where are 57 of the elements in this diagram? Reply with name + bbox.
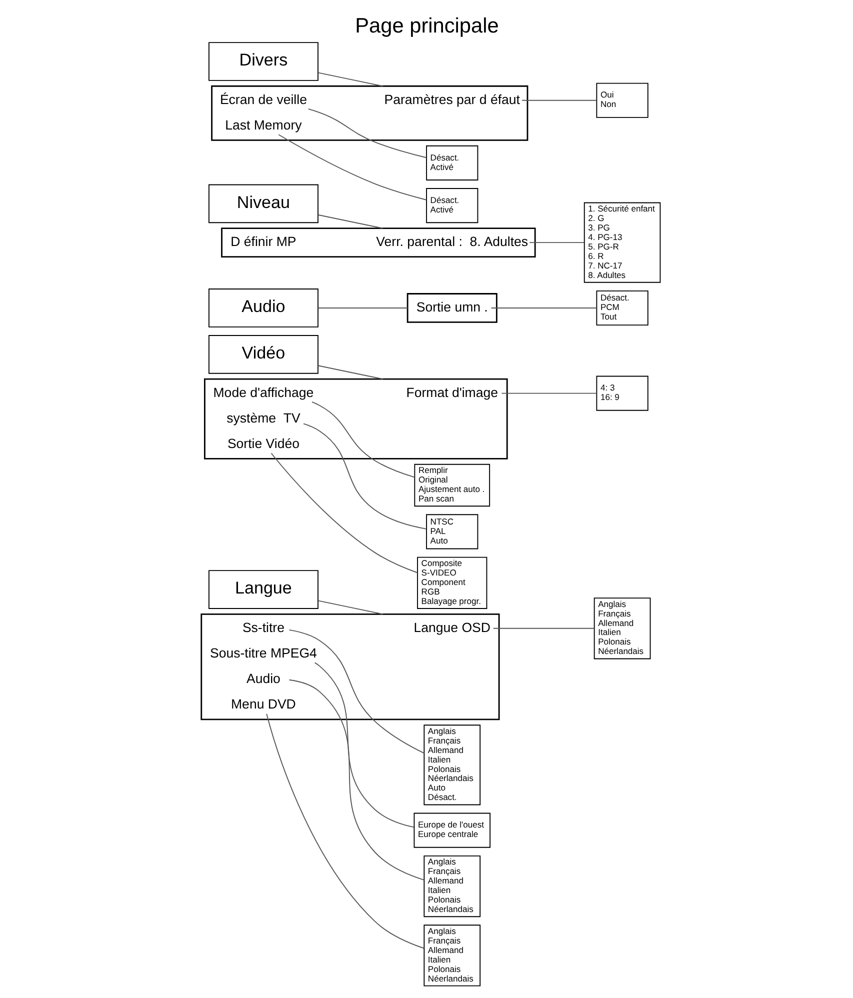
node-box: Anglais Français Allemand Italien Polonais Néerlandais	[423, 855, 480, 918]
node-box: Désact. Activé	[426, 188, 478, 224]
connector	[288, 679, 424, 880]
node-box: Désact. PCM Tout	[596, 290, 648, 326]
node-text: Audio	[246, 671, 280, 686]
node-box: Anglais Français Allemand Italien Polonais Néerlandais	[423, 924, 480, 986]
connector	[307, 108, 426, 158]
node-text: Paramètres par d éfaut	[384, 92, 520, 107]
node-text: Ss-titre	[242, 620, 284, 635]
cluster	[210, 85, 528, 141]
connector	[311, 401, 414, 478]
connector	[528, 242, 584, 244]
node-text: Menu DVD	[230, 696, 296, 712]
connector	[270, 452, 418, 574]
node-text: Écran de veille	[219, 92, 306, 107]
connector	[521, 100, 596, 101]
connector	[492, 628, 594, 629]
node-box: Désact. Activé	[426, 145, 478, 180]
connector	[317, 214, 383, 229]
node-box: NTSC PAL Auto	[426, 514, 478, 550]
node-text: Sortie Vidéo	[226, 436, 299, 451]
node-box: Langue	[208, 570, 318, 609]
node-text: Verr. parental : 8. Adultes	[376, 234, 528, 250]
connector	[288, 629, 424, 754]
node-text: Last Memory	[224, 117, 302, 132]
node-box: Composite S-VIDEO Component RGB Balayage progr.	[416, 556, 487, 609]
node-box: Anglais Français Allemand Italien Polonais Néerlandais	[593, 598, 650, 660]
node-box: Oui Non	[596, 82, 648, 118]
cluster	[200, 613, 500, 720]
node-text: Sortie umn .	[416, 299, 488, 314]
node-box: Audio	[208, 288, 318, 328]
node-box: Niveau	[208, 184, 318, 224]
node-box: Europe de l'ouest Europe centrale	[413, 812, 490, 848]
cluster	[406, 293, 497, 323]
node-text: Format d'image	[406, 384, 498, 400]
node-text: Mode d'affichage	[212, 384, 314, 400]
connector	[317, 600, 383, 615]
node-text: système TV	[226, 410, 300, 426]
connector	[500, 392, 597, 394]
node-text: D éfinir MP	[230, 234, 296, 250]
node-box: Divers	[208, 42, 318, 81]
diagram-title: Page principale	[354, 14, 498, 38]
connector	[266, 713, 424, 949]
node-box: Anglais Français Allemand Italien Polonais Néerlandais Auto Désact.	[423, 724, 480, 806]
connector	[278, 134, 426, 200]
connector	[317, 72, 383, 87]
node-box: Remplir Original Ajustement auto . Pan scan	[414, 464, 490, 507]
connector	[314, 662, 414, 828]
node-text: Sous-titre MPEG4	[210, 646, 316, 661]
connector	[317, 365, 383, 380]
cluster	[203, 378, 508, 460]
node-box: 1. Sécurité enfant 2. G 3. PG 4. PG-13 5. PG-R 6. R 7. NC-17 8. Adultes	[583, 202, 660, 283]
node-text: Langue OSD	[413, 620, 490, 635]
cluster	[220, 228, 536, 258]
node-box: Vidéo	[208, 335, 318, 374]
connector	[302, 423, 426, 530]
node-box: 4: 3 16: 9	[596, 376, 648, 411]
